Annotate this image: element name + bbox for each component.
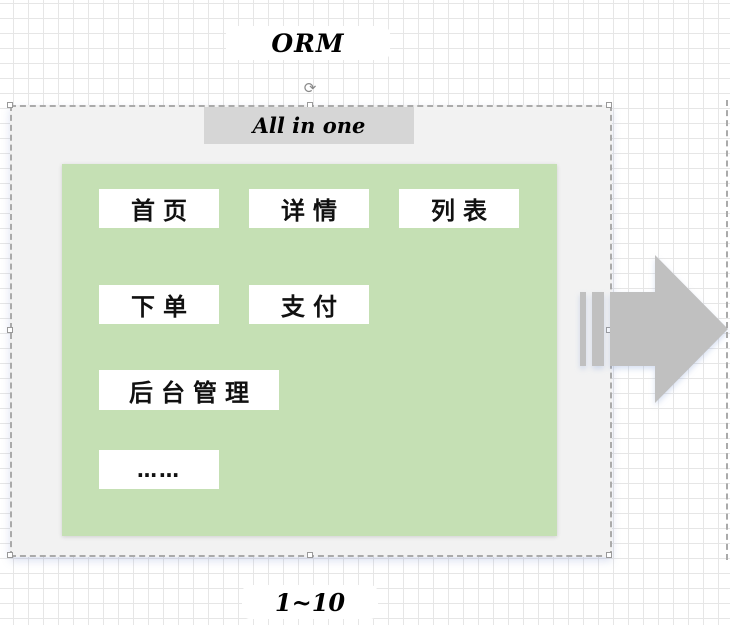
arrow-stripe-2 [592,292,604,366]
arrow-stripe-1 [580,292,586,366]
diagram-title[interactable]: ORM [226,26,390,60]
frame-header[interactable]: All in one [204,107,414,144]
next-frame-edge [726,100,728,560]
block-arrow-right-icon[interactable] [570,250,730,410]
module-home[interactable]: 首页 [99,189,219,228]
module-detail[interactable]: 详情 [249,189,369,228]
module-pay[interactable]: 支付 [249,285,369,324]
resize-handle-bottom-right[interactable] [606,552,612,558]
resize-handle-top-left[interactable] [7,102,13,108]
module-order[interactable]: 下单 [99,285,219,324]
arrow-body [610,255,728,403]
resize-handle-middle-left[interactable] [7,327,13,333]
resize-handle-bottom-center[interactable] [307,552,313,558]
module-list[interactable]: 列表 [399,189,519,228]
resize-handle-top-right[interactable] [606,102,612,108]
module-admin[interactable]: 后台管理 [99,370,279,410]
resize-handle-bottom-left[interactable] [7,552,13,558]
rotate-handle-icon[interactable]: ⟳ [303,79,317,97]
bottom-label[interactable]: 1~10 [242,585,378,619]
module-more[interactable]: …… [99,450,219,489]
